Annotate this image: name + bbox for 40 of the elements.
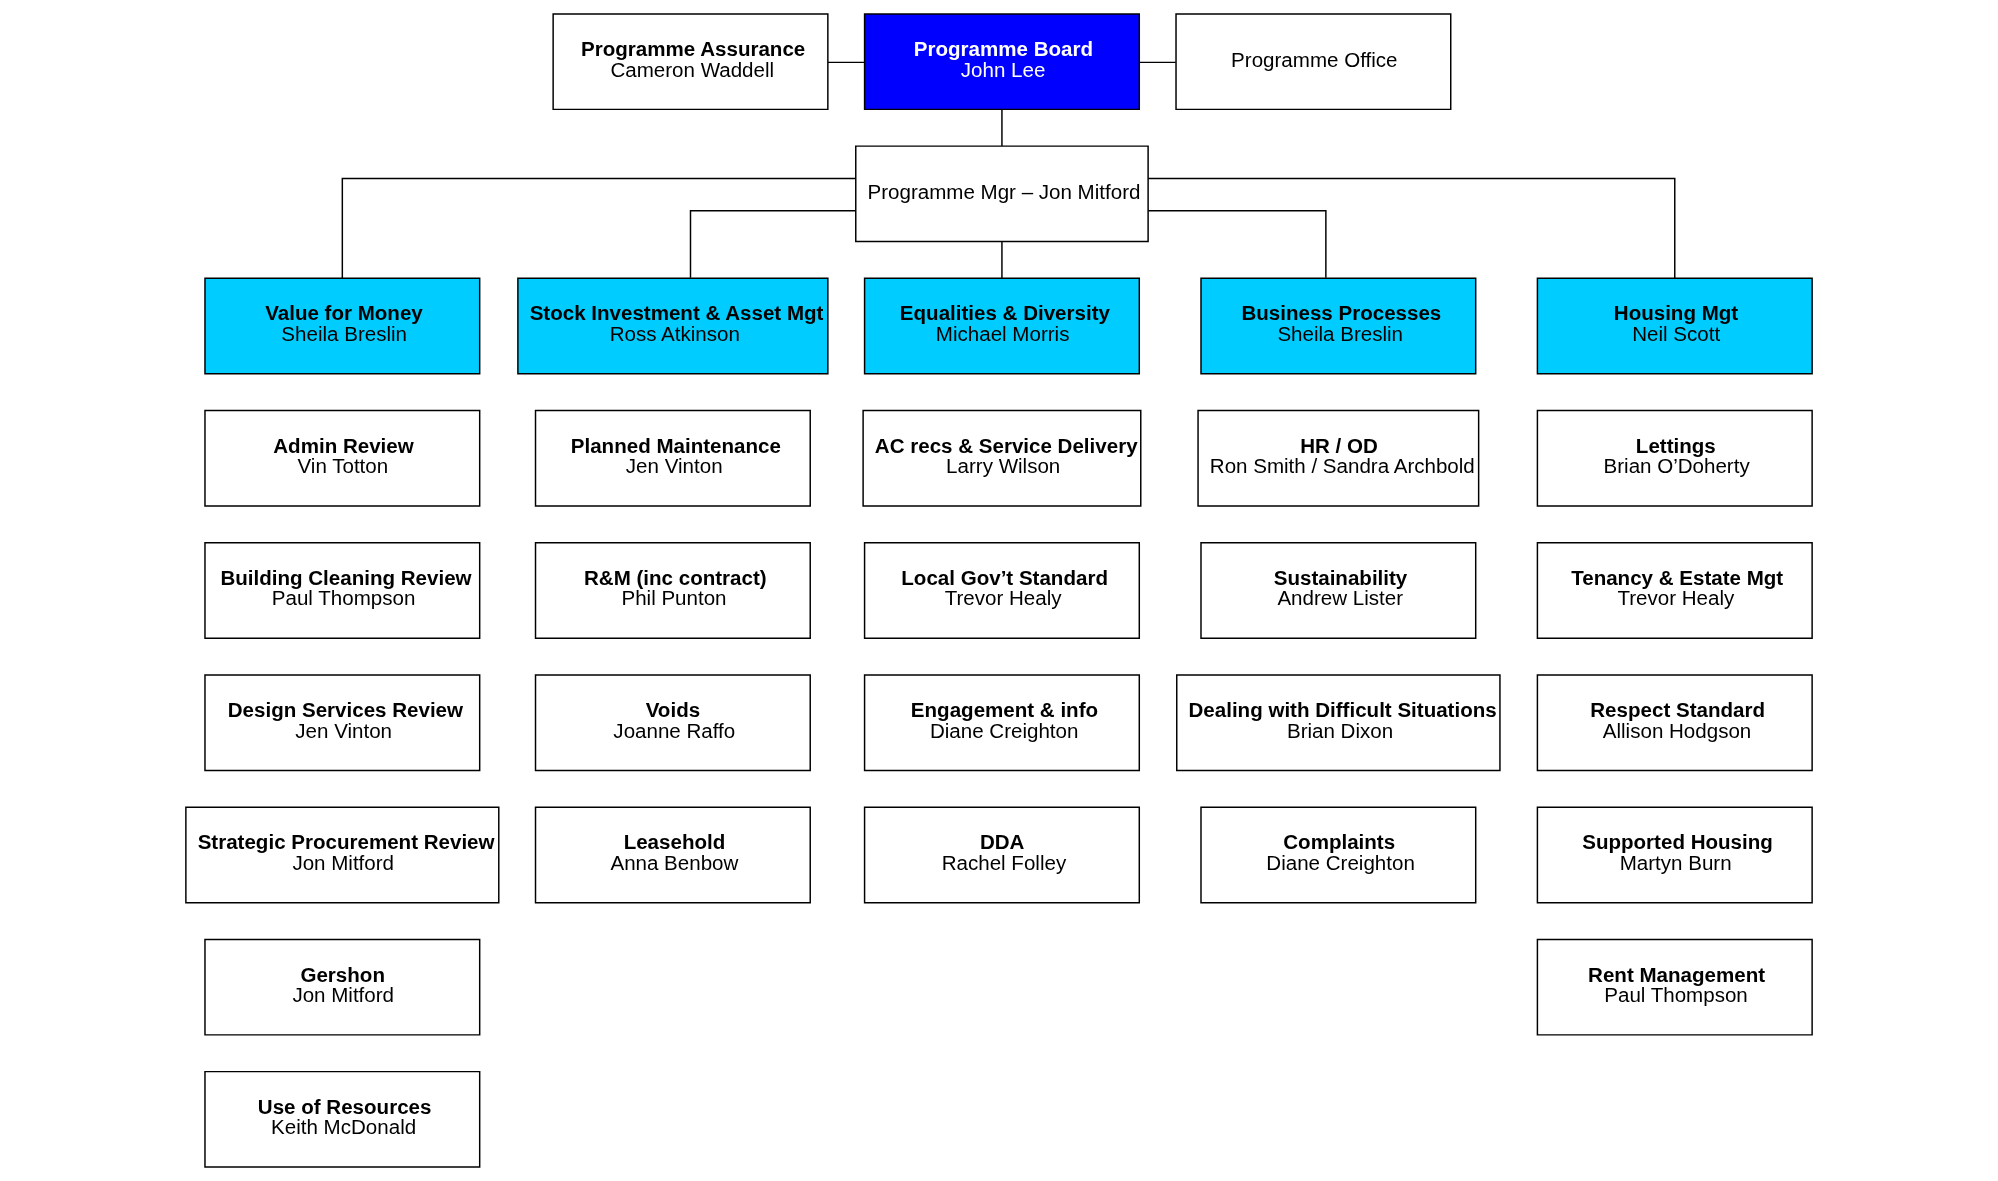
node-box: Sustainability Andrew Lister — [1200, 542, 1477, 639]
node-box: Tenancy & Estate Mgt Trevor Healy — [1536, 542, 1813, 639]
node-box: Local Gov’t Standard Trevor Healy — [863, 542, 1141, 639]
node-box: Housing Mgt Neil Scott — [1536, 277, 1813, 375]
connector — [1001, 109, 1003, 147]
node-box: Use of Resources Keith McDonald — [204, 1070, 481, 1168]
node-box: Programme Office — [1175, 13, 1452, 111]
node-box: Equalities & Diversity Michael Morris — [863, 277, 1141, 375]
node-box: Admin Review Vin Totton — [204, 409, 481, 507]
node-box: AC recs & Service Delivery Larry Wilson — [862, 409, 1142, 507]
node-box: Complaints Diane Creighton — [1200, 806, 1477, 904]
node-box: Gershon Jon Mitford — [204, 938, 481, 1036]
connector — [1147, 177, 1676, 279]
connector — [1001, 241, 1003, 279]
node-box: Voids Joanne Raffo — [534, 674, 811, 772]
node-box: Lettings Brian O’Doherty — [1536, 409, 1813, 507]
connector — [1138, 61, 1177, 64]
node-box: Design Services Review Jen Vinton — [204, 674, 481, 772]
connector — [1147, 210, 1327, 279]
node-box: Stock Investment & Asset Mgt Ross Atkinson — [517, 277, 829, 375]
node-box: R&M (inc contract) Phil Punton — [534, 542, 811, 639]
node-box: Strategic Procurement Review Jon Mitford — [185, 806, 500, 904]
node-box: Dealing with Difficult Situations Brian Dixon — [1176, 674, 1501, 772]
node-box: Value for Money Sheila Breslin — [204, 277, 481, 375]
node-box: Leasehold Anna Benbow — [534, 806, 811, 904]
node-box: Engagement & info Diane Creighton — [863, 674, 1141, 772]
node-box: DDA Rachel Folley — [863, 806, 1141, 904]
node-box: Programme Board John Lee — [863, 13, 1141, 111]
node-box: Building Cleaning Review Paul Thompson — [204, 542, 481, 639]
node-box: HR / OD Ron Smith / Sandra Archbold — [1197, 409, 1480, 507]
node-box: Rent Management Paul Thompson — [1536, 938, 1813, 1036]
connector — [689, 210, 857, 279]
node-box: Programme Assurance Cameron Waddell — [552, 13, 829, 111]
connector — [341, 177, 857, 279]
node-box: Supported Housing Martyn Burn — [1536, 806, 1813, 904]
node-box: Business Processes Sheila Breslin — [1200, 277, 1477, 375]
node-box: Programme Mgr – Jon Mitford — [855, 145, 1149, 243]
node-box: Planned Maintenance Jen Vinton — [534, 409, 811, 507]
node-box: Respect Standard Allison Hodgson — [1536, 674, 1813, 772]
connector — [827, 61, 866, 64]
